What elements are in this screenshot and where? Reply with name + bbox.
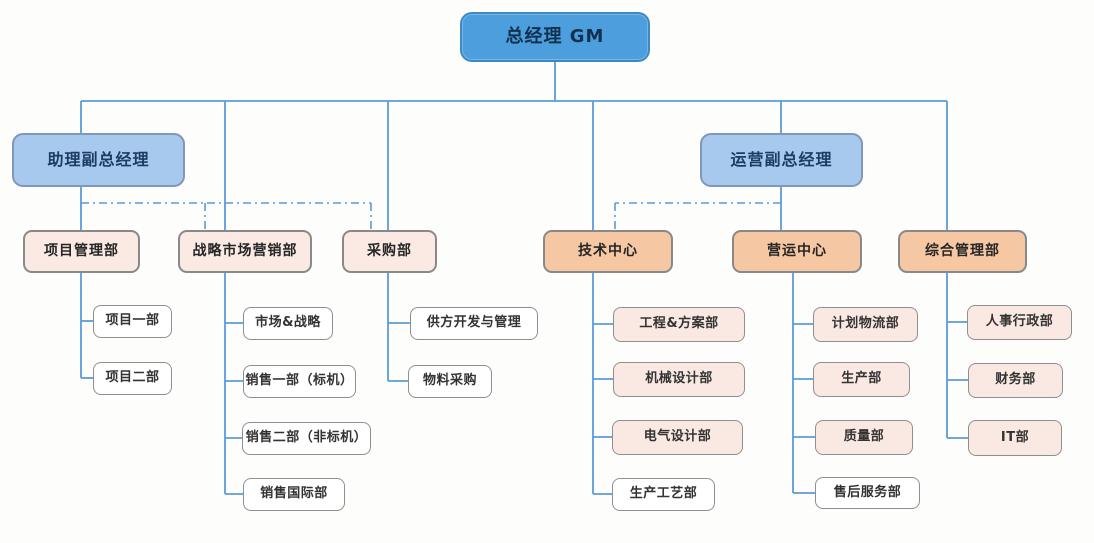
dashdot-connectors	[81, 202, 781, 230]
node-hr-admin-dept: 人事行政部	[967, 305, 1072, 340]
node-purchasing-dept: 采购部	[342, 230, 437, 273]
node-sales-dept-2-nonstandard: 销售二部（非标机）	[242, 422, 371, 455]
node-technical-center: 技术中心	[543, 230, 673, 273]
node-it-dept: IT部	[968, 420, 1062, 456]
node-finance-dept: 财务部	[968, 363, 1063, 398]
node-strategic-marketing-dept: 战略市场营销部	[178, 230, 312, 273]
node-production-process-dept: 生产工艺部	[612, 478, 715, 511]
node-production-dept: 生产部	[813, 362, 910, 397]
node-project-dept-1: 项目一部	[93, 305, 172, 338]
node-quality-dept: 质量部	[815, 420, 913, 455]
node-supplier-development: 供方开发与管理	[410, 307, 538, 340]
node-project-dept-2: 项目二部	[93, 362, 172, 395]
node-engineering-solutions-dept: 工程&方案部	[613, 307, 745, 342]
node-operations-center: 营运中心	[732, 230, 862, 273]
node-project-management-dept: 项目管理部	[23, 230, 140, 273]
node-mechanical-design-dept: 机械设计部	[613, 362, 745, 397]
node-international-sales-dept: 销售国际部	[243, 478, 345, 511]
node-assistant-vice-gm: 助理副总经理	[12, 133, 185, 187]
node-material-purchasing: 物料采购	[408, 365, 492, 398]
node-operations-vice-gm: 运营副总经理	[700, 133, 863, 187]
node-sales-dept-1-standard: 销售一部（标机）	[243, 365, 356, 398]
solid-connectors	[80, 62, 968, 495]
node-general-manager: 总经理 GM	[460, 12, 650, 62]
node-electrical-design-dept: 电气设计部	[612, 420, 743, 455]
node-after-sales-service-dept: 售后服务部	[815, 477, 920, 509]
node-market-strategy: 市场&战略	[243, 307, 333, 340]
node-general-management-dept: 综合管理部	[898, 230, 1027, 273]
node-planning-logistics-dept: 计划物流部	[813, 307, 918, 342]
